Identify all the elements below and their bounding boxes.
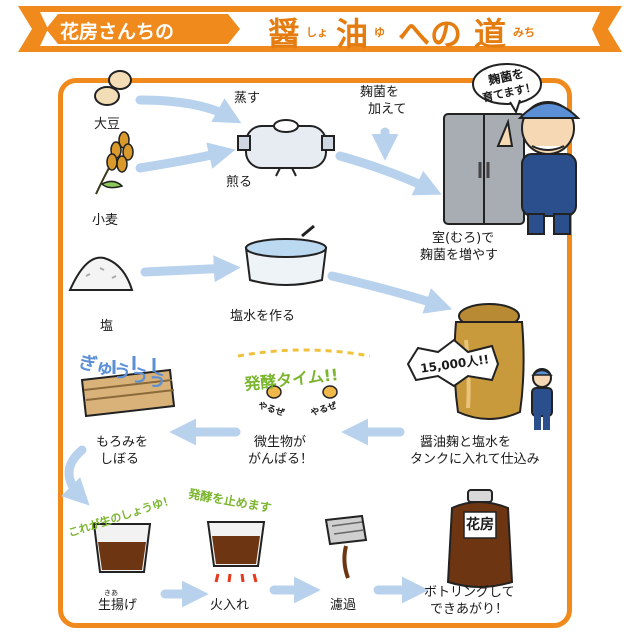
label-add-koji-1: 麹菌を [360, 85, 400, 100]
microbes-icon [237, 348, 371, 399]
label-steam: 蒸す [234, 91, 261, 106]
heat-cup-icon [206, 521, 266, 583]
label-press-1: もろみを [96, 435, 149, 450]
label-roast: 煎る [226, 175, 253, 190]
label-muro-2: 麹菌を増やす [420, 248, 499, 263]
people-burst-bubble [406, 338, 500, 388]
label-heat: 火入れ [210, 598, 250, 613]
worker-person-icon [496, 101, 581, 235]
label-soybean: 大豆 [94, 117, 121, 132]
arrow-koji-muro [335, 151, 442, 196]
press-cloth-icon [80, 356, 176, 418]
label-microbes-1: 微生物が [254, 435, 307, 450]
title-char-shou: 醤 [268, 15, 301, 53]
label-salt: 塩 [100, 319, 114, 334]
bottle-label-text: 花房 [466, 517, 494, 533]
arrow-press-raw [60, 445, 90, 506]
koji-speech-bubble [472, 63, 542, 115]
soybean-icon [94, 70, 132, 106]
label-tank-2: タンクに入れて仕込み [410, 452, 540, 467]
label-bottle-2: できあがり！ [430, 602, 509, 617]
label-muro-1: 室(むろ)で [432, 231, 495, 246]
small-worker-icon [531, 368, 553, 430]
steamer-icon [237, 119, 335, 177]
title-ruby-shou: しょ [306, 26, 328, 39]
label-press-2: しぼる [100, 452, 140, 467]
wheat-icon [95, 131, 134, 195]
raw-soy-cup-icon [92, 523, 152, 573]
label-microbes-2: がんばる！ [248, 452, 314, 467]
arrow-soy-steam [135, 95, 242, 124]
title-char-heno: への [398, 15, 463, 53]
banner-shape [18, 6, 622, 52]
title-char-michi: 道 [474, 15, 507, 53]
bottle-icon [446, 489, 514, 588]
title-ruby-yu: ゆ [374, 26, 385, 39]
ruby-raw: きあ [104, 589, 118, 597]
label-filter: 濾過 [330, 598, 357, 613]
filter-icon [324, 514, 368, 579]
label-tank-1: 醤油麹と塩水を [420, 435, 512, 450]
arrow-brine-tank [327, 271, 453, 314]
title-ruby-michi: みち [513, 26, 535, 39]
banner-brand: 花房さんちの [60, 21, 175, 43]
label-wheat: 小麦 [92, 213, 119, 228]
title-banner: 花房さんちの 醤 しょ 油 ゆ への 道 みち [18, 6, 622, 53]
label-brine: 塩水を作る [230, 309, 296, 324]
label-add-koji-2: 加えて [368, 102, 407, 117]
brine-pot-icon [244, 224, 328, 286]
arrow-wheat-roast [135, 142, 236, 173]
title-char-yu: 油 [336, 15, 369, 53]
label-raw: 生揚げ [98, 598, 138, 613]
arrow-salt-brine [140, 255, 241, 283]
salt-pile-icon [68, 256, 134, 291]
label-bottle-1: ボトリングして [424, 585, 515, 600]
